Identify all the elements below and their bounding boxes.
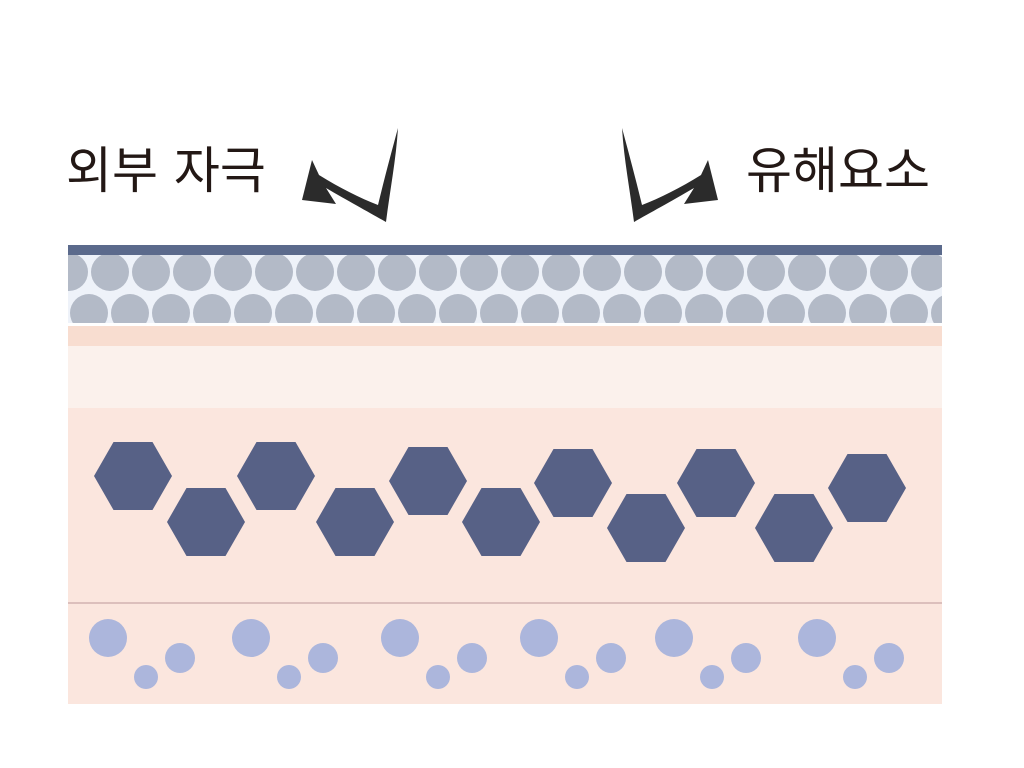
scale-circle — [829, 255, 867, 291]
scale-circle — [931, 295, 942, 323]
sphere-particle — [731, 643, 761, 673]
scale-circle — [788, 255, 826, 291]
scale-circle — [460, 255, 498, 291]
barrier-top-line — [68, 245, 942, 255]
scale-circle — [542, 255, 580, 291]
hexagon-cells — [94, 442, 906, 562]
scale-circles — [9, 253, 942, 332]
sphere-particle — [277, 665, 301, 689]
scale-circle — [173, 255, 211, 291]
scale-circle — [583, 255, 621, 291]
sphere-particle — [134, 665, 158, 689]
scale-circle — [419, 255, 457, 291]
scale-circle — [9, 253, 47, 291]
sphere-particle — [874, 643, 904, 673]
scale-circle — [111, 294, 149, 323]
hexagon-cell — [316, 488, 394, 556]
scale-circle — [603, 294, 641, 323]
scale-circle — [68, 255, 88, 291]
scale-circle — [275, 294, 313, 323]
scale-circle — [255, 255, 293, 291]
scale-circle — [644, 294, 682, 323]
scale-circle — [439, 294, 477, 323]
sphere-particle — [381, 619, 419, 657]
sphere-particle — [798, 619, 836, 657]
scale-circle — [337, 255, 375, 291]
hexagon-cell — [167, 488, 245, 556]
scale-circle — [357, 294, 395, 323]
scale-circle — [29, 294, 67, 332]
scale-circle — [706, 255, 744, 291]
scale-circle — [911, 255, 942, 291]
scale-circle — [398, 294, 436, 323]
scale-circle — [890, 294, 928, 323]
scale-circle — [152, 294, 190, 323]
scale-circle — [849, 294, 887, 323]
scale-circle — [501, 255, 539, 291]
sphere-particle — [232, 619, 270, 657]
hexagon-cell — [389, 447, 467, 515]
scale-circle — [747, 255, 785, 291]
sphere-particle — [565, 665, 589, 689]
hexagon-cell — [755, 494, 833, 562]
scale-circle — [562, 294, 600, 323]
arrow-right-icon — [622, 128, 718, 222]
scale-circle — [234, 294, 272, 323]
skin-upper-layer — [68, 326, 942, 346]
hexagon-cell — [237, 442, 315, 510]
scale-circle — [91, 255, 129, 291]
scale-circle — [70, 294, 108, 323]
sphere-particle — [520, 619, 558, 657]
scale-circle — [316, 294, 354, 323]
sphere-particle — [89, 619, 127, 657]
hexagon-cell — [534, 449, 612, 517]
scale-circle — [296, 255, 334, 291]
sphere-particle — [426, 665, 450, 689]
sphere-particle — [655, 619, 693, 657]
hexagon-cell — [677, 449, 755, 517]
label-external-stimulus: 외부 자극 — [66, 142, 266, 200]
sphere-particle — [843, 665, 867, 689]
scale-circle — [665, 255, 703, 291]
hexagon-cell — [607, 494, 685, 562]
sphere-particles — [89, 619, 904, 689]
scale-circle — [132, 255, 170, 291]
arrow-left-icon — [302, 128, 398, 222]
scale-circle — [193, 294, 231, 323]
scale-circle — [808, 294, 846, 323]
scale-circle — [726, 294, 764, 323]
sphere-particle — [457, 643, 487, 673]
scale-circle — [685, 294, 723, 323]
sphere-particle — [700, 665, 724, 689]
label-harmful-factors: 유해요소 — [746, 142, 930, 200]
scale-circle — [480, 294, 518, 323]
hexagon-cell — [94, 442, 172, 510]
scale-circle — [870, 255, 908, 291]
hexagon-cell — [828, 454, 906, 522]
scale-circle — [214, 255, 252, 291]
sphere-particle — [596, 643, 626, 673]
sphere-particle — [308, 643, 338, 673]
scale-circle — [378, 255, 416, 291]
hexagon-cell — [462, 488, 540, 556]
sphere-particle — [165, 643, 195, 673]
scale-circle — [624, 255, 662, 291]
scale-circle — [767, 294, 805, 323]
scale-circle — [521, 294, 559, 323]
skin-light-layer — [68, 346, 942, 408]
